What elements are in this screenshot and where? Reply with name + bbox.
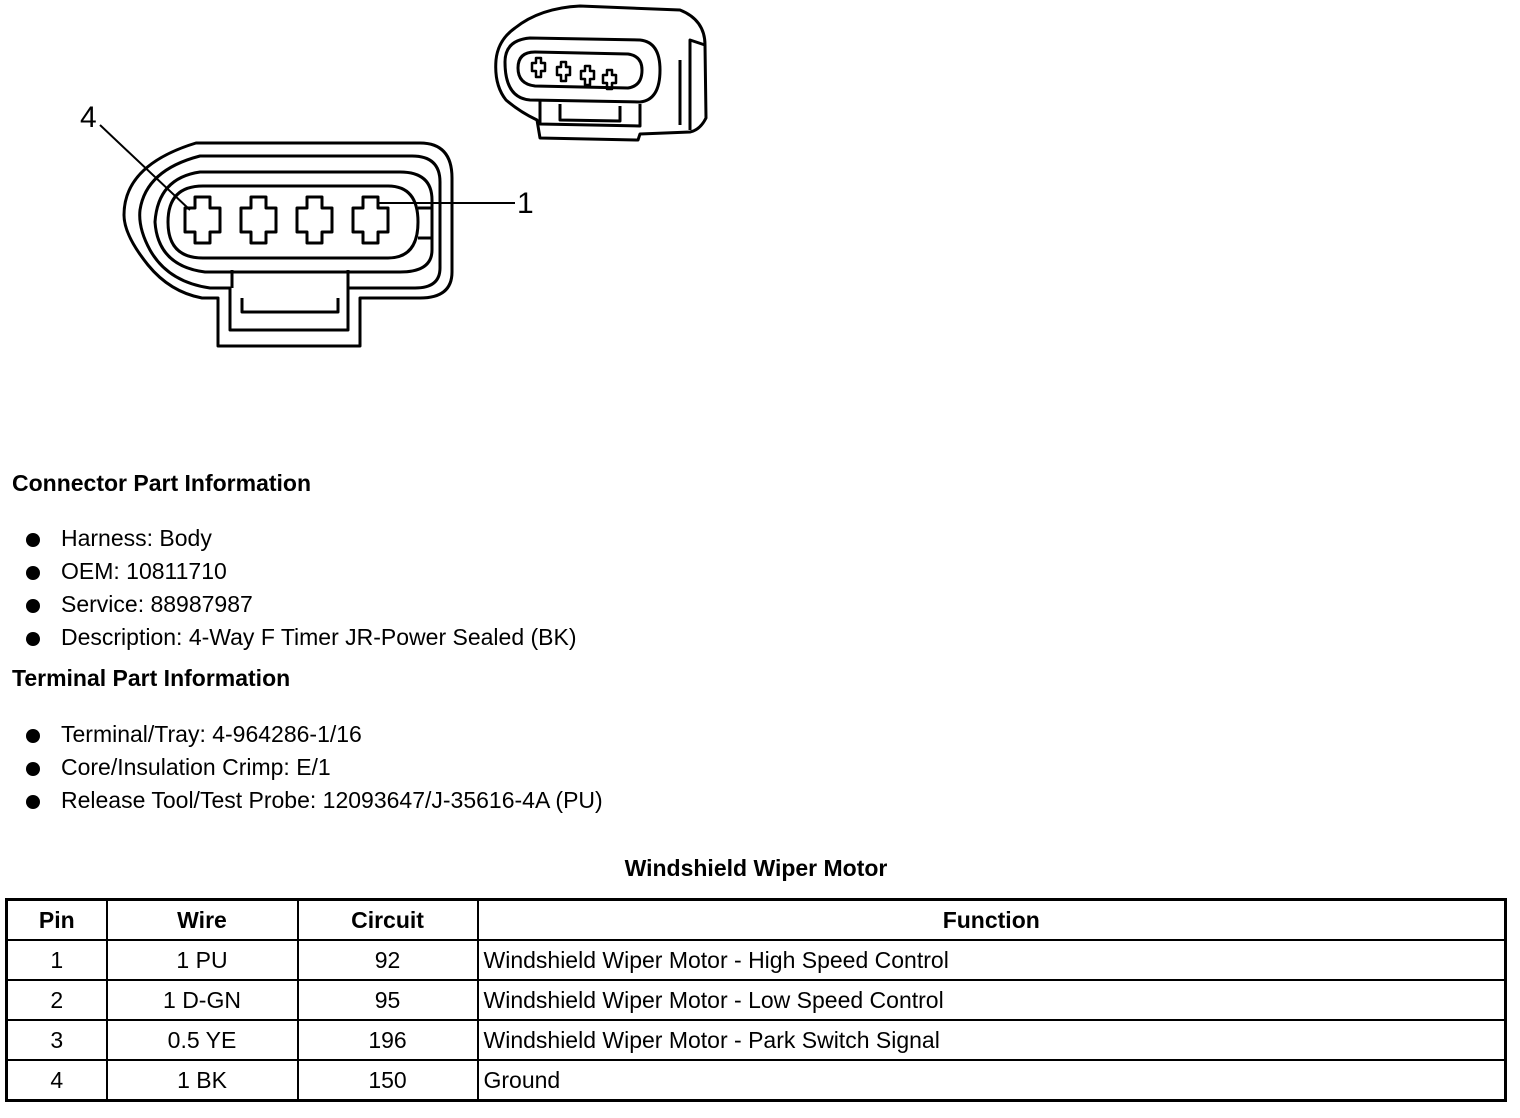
circuit-cell: 92 — [296, 939, 479, 981]
connector-diagram: 4 1 — [80, 4, 708, 348]
wire-cell: 1 D-GN — [105, 979, 299, 1021]
table-row: 1 1 PU 92 Windshield Wiper Motor - High … — [5, 939, 1507, 981]
list-item: Description: 4-Way F Timer JR-Power Seal… — [26, 621, 577, 654]
function-cell: Windshield Wiper Motor - Park Switch Sig… — [476, 1019, 1507, 1061]
wire-cell: 1 PU — [105, 939, 299, 981]
connector-face-view — [99, 124, 515, 348]
wire-cell: 1 BK — [105, 1059, 299, 1102]
list-item: Terminal/Tray: 4-964286-1/16 — [26, 718, 603, 751]
connector-part-info-list: Harness: Body OEM: 10811710 Service: 889… — [26, 522, 577, 654]
table-header-row: Pin Wire Circuit Function — [5, 898, 1507, 941]
pin-cell: 1 — [5, 939, 108, 981]
pin-4-label: 4 — [80, 101, 97, 134]
bullet-icon — [26, 599, 40, 613]
table-row: 4 1 BK 150 Ground — [5, 1059, 1507, 1102]
bullet-icon — [26, 533, 40, 547]
pin-cell: 3 — [5, 1019, 108, 1061]
list-item: OEM: 10811710 — [26, 555, 577, 588]
circuit-cell: 196 — [296, 1019, 479, 1061]
table-row: 3 0.5 YE 196 Windshield Wiper Motor - Pa… — [5, 1019, 1507, 1061]
circuit-cell: 150 — [296, 1059, 479, 1102]
bullet-icon — [26, 762, 40, 776]
pinout-table: Pin Wire Circuit Function 1 1 PU 92 Wind… — [5, 898, 1507, 1102]
function-cell: Ground — [476, 1059, 1507, 1102]
bullet-icon — [26, 795, 40, 809]
bullet-icon — [26, 566, 40, 580]
pin-1-label: 1 — [517, 187, 534, 220]
connector-part-info-title: Connector Part Information — [12, 470, 312, 496]
column-header-circuit: Circuit — [296, 898, 479, 941]
list-item: Service: 88987987 — [26, 588, 577, 621]
list-item: Harness: Body — [26, 522, 577, 555]
function-cell: Windshield Wiper Motor - High Speed Cont… — [476, 939, 1507, 981]
terminal-part-info-list: Terminal/Tray: 4-964286-1/16 Core/Insula… — [26, 718, 603, 817]
connector-isometric-view — [494, 4, 708, 142]
list-item: Core/Insulation Crimp: E/1 — [26, 751, 603, 784]
table-row: 2 1 D-GN 95 Windshield Wiper Motor - Low… — [5, 979, 1507, 1021]
function-cell: Windshield Wiper Motor - Low Speed Contr… — [476, 979, 1507, 1021]
wire-cell: 0.5 YE — [105, 1019, 299, 1061]
terminal-part-info-title: Terminal Part Information — [12, 665, 291, 691]
pin-cell: 4 — [5, 1059, 108, 1102]
table-title: Windshield Wiper Motor — [624, 855, 888, 881]
pin-cell: 2 — [5, 979, 108, 1021]
column-header-wire: Wire — [105, 898, 299, 941]
circuit-cell: 95 — [296, 979, 479, 1021]
column-header-pin: Pin — [5, 898, 108, 941]
list-item: Release Tool/Test Probe: 12093647/J-3561… — [26, 784, 603, 817]
bullet-icon — [26, 632, 40, 646]
bullet-icon — [26, 729, 40, 743]
column-header-function: Function — [476, 898, 1507, 941]
